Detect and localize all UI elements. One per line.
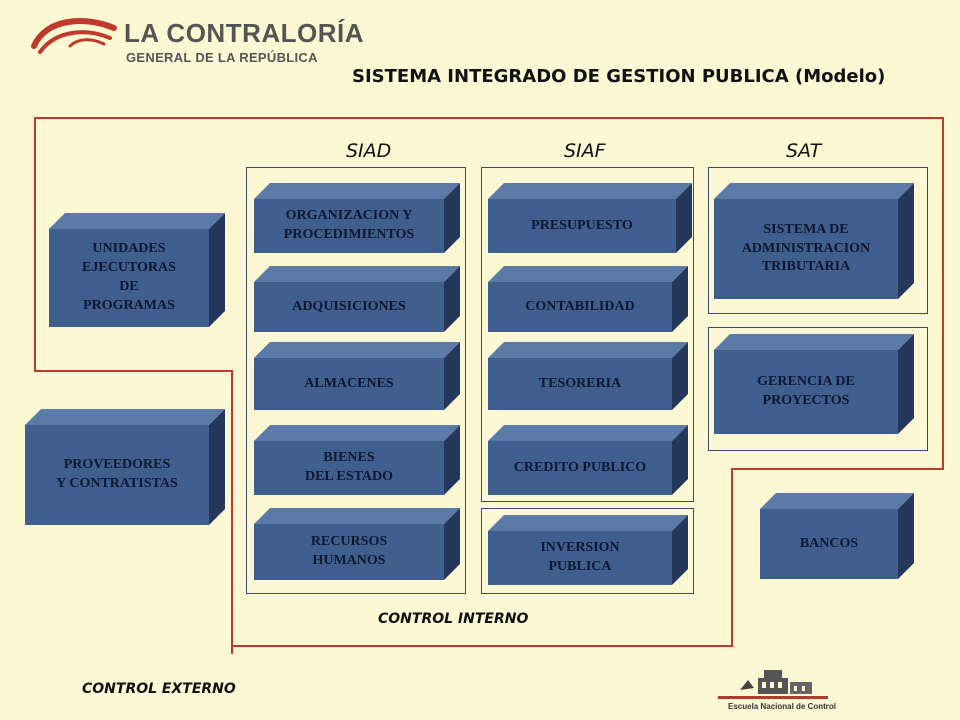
label-siad: SIAD [346, 140, 392, 162]
siad-box-organizacion: ORGANIZACION Y PROCEDIMIENTOS [254, 183, 460, 253]
siad-box-almacenes: ALMACENES [254, 342, 460, 410]
sat-box-sistema: SISTEMA DE ADMINISTRACION TRIBUTARIA [714, 183, 914, 299]
logo-subtitle: GENERAL DE LA REPÚBLICA [126, 50, 318, 65]
inversion-group [481, 508, 694, 594]
siaf-label-tesoreria: TESORERIA [488, 358, 672, 410]
siaf-box-credito: CREDITO PUBLICO [488, 425, 688, 495]
siad-group [246, 167, 466, 594]
frame-left-upper-line [34, 117, 36, 371]
frame-bottom-line [231, 645, 733, 647]
frame-right-step-line [731, 468, 944, 470]
siad-label-adquisiciones: ADQUISICIONES [254, 282, 444, 332]
proveedores-box: PROVEEDORES Y CONTRATISTAS [25, 409, 225, 525]
siaf-label-contabilidad: CONTABILIDAD [488, 282, 672, 332]
label-sat: SAT [786, 140, 822, 162]
siaf-label-credito: CREDITO PUBLICO [488, 441, 672, 495]
frame-right-lower-line [731, 468, 733, 647]
siad-box-recursos: RECURSOS HUMANOS [254, 508, 460, 580]
siaf-group [481, 167, 694, 502]
frame-right-upper-line [942, 117, 944, 470]
label-siaf: SIAF [564, 140, 606, 162]
control-interno-label: CONTROL INTERNO [378, 611, 529, 627]
contraloria-emblem-icon [31, 18, 117, 54]
siad-box-adquisiciones: ADQUISICIONES [254, 266, 460, 332]
inversion-publica-label: INVERSION PUBLICA [488, 531, 672, 585]
building-icon [718, 670, 828, 699]
unidades-ejecutoras-box: UNIDADES EJECUTORAS DE PROGRAMAS [49, 213, 225, 327]
siad-label-almacenes: ALMACENES [254, 358, 444, 410]
logo-title: LA CONTRALORÍA [124, 18, 365, 48]
gerencia-group [708, 327, 928, 451]
siaf-box-tesoreria: TESORERIA [488, 342, 688, 410]
control-externo-label: CONTROL EXTERNO [82, 681, 236, 697]
siad-label-organizacion: ORGANIZACION Y PROCEDIMIENTOS [254, 199, 444, 253]
siaf-box-contabilidad: CONTABILIDAD [488, 266, 688, 332]
inversion-publica-box: INVERSION PUBLICA [488, 515, 688, 585]
escuela-nacional-label: Escuela Nacional de Control [728, 702, 837, 711]
sat-group [708, 167, 928, 314]
frame-left-lower-line [231, 370, 233, 654]
escuela-nacional-logo: Escuela Nacional de Control [718, 662, 838, 718]
siad-label-recursos: RECURSOS HUMANOS [254, 524, 444, 580]
page-title: SISTEMA INTEGRADO DE GESTION PUBLICA (Mo… [352, 66, 886, 87]
siaf-label-presupuesto: PRESUPUESTO [488, 199, 676, 253]
gerencia-proyectos-box: GERENCIA DE PROYECTOS [714, 334, 914, 434]
contraloria-logo: LA CONTRALORÍA GENERAL DE LA REPÚBLICA [26, 12, 364, 65]
siaf-box-presupuesto: PRESUPUESTO [488, 183, 692, 253]
siad-box-bienes: BIENES DEL ESTADO [254, 425, 460, 495]
unidades-ejecutoras-label: UNIDADES EJECUTORAS DE PROGRAMAS [49, 229, 209, 327]
bancos-label: BANCOS [760, 509, 898, 579]
siad-label-bienes: BIENES DEL ESTADO [254, 441, 444, 495]
gerencia-proyectos-label: GERENCIA DE PROYECTOS [714, 350, 898, 434]
proveedores-label: PROVEEDORES Y CONTRATISTAS [25, 425, 209, 525]
frame-left-step-line [34, 370, 232, 372]
frame-top-line [34, 117, 944, 119]
sat-label-sistema: SISTEMA DE ADMINISTRACION TRIBUTARIA [714, 199, 898, 299]
bancos-box: BANCOS [760, 493, 914, 579]
